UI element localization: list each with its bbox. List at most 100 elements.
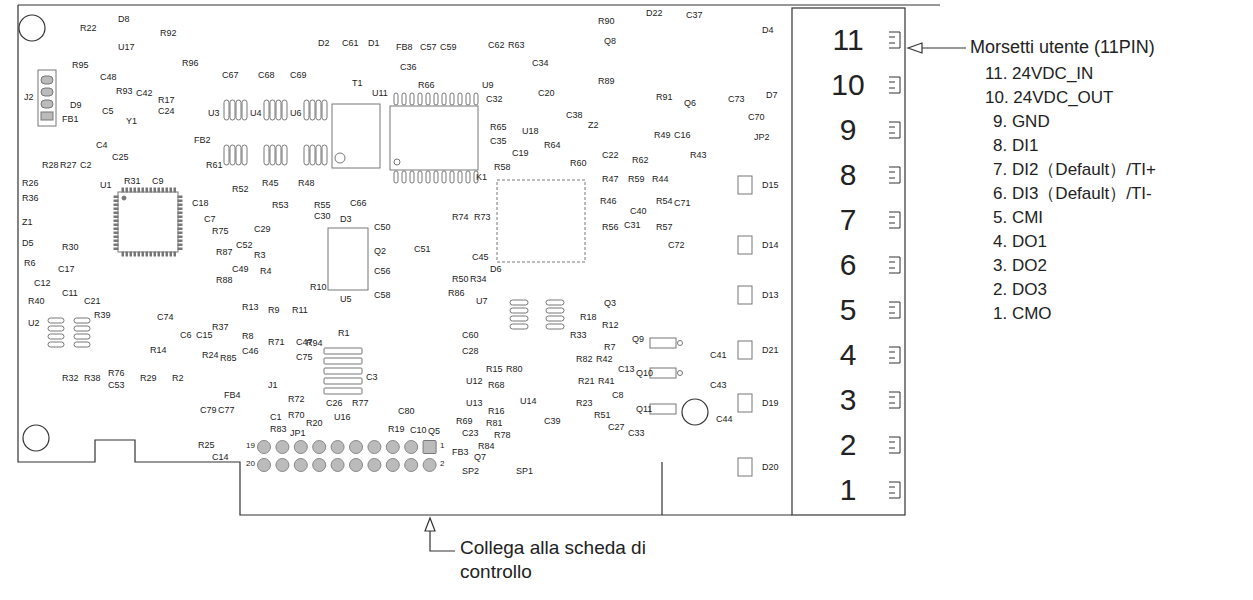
component-designator: U11 <box>372 88 388 99</box>
component-designator: R31 <box>124 176 141 187</box>
component-designator: R39 <box>94 310 111 321</box>
component-designator: C22 <box>602 150 619 161</box>
component-designator: C28 <box>462 346 479 357</box>
pin1-mark <box>678 371 683 376</box>
component-designator: C27 <box>608 422 625 433</box>
ic-pin <box>122 188 124 192</box>
ic-pin <box>130 188 132 192</box>
diode-pad <box>738 236 752 254</box>
component-designator: R38 <box>84 373 101 384</box>
pin-list-item: 7. DI2（Default）/TI+ <box>993 160 1156 180</box>
component-designator: D3 <box>340 214 352 225</box>
ic-pin <box>402 171 406 183</box>
ic-pin <box>154 188 156 192</box>
component-designator: R32 <box>62 373 79 384</box>
component-designator: D4 <box>762 25 774 36</box>
component-designator: C75 <box>296 352 313 363</box>
component-designator: R3 <box>254 250 266 261</box>
component-designator: C13 <box>618 364 635 375</box>
terminal-tab <box>889 257 900 273</box>
terminal-number: 10 <box>831 67 864 103</box>
ic-pin <box>466 93 470 105</box>
ic-pin <box>394 93 398 105</box>
component-designator: C37 <box>686 10 703 21</box>
component-designator: R49 <box>654 130 671 141</box>
ic-pin <box>394 171 398 183</box>
component-designator: R82 <box>576 354 593 365</box>
pin-list-item: 4. DO1 <box>993 232 1047 252</box>
component-designator: C56 <box>374 266 391 277</box>
ic-pin <box>114 220 118 222</box>
component-designator: C42 <box>136 88 153 99</box>
component-designator: R62 <box>632 155 649 166</box>
component-designator: R71 <box>268 337 285 348</box>
component-designator: C79 <box>200 405 217 416</box>
component-designator: R10 <box>310 282 327 293</box>
component-designator: C52 <box>236 240 253 251</box>
ic-pin <box>410 171 414 183</box>
connector-pin <box>331 441 344 454</box>
ic-pin <box>276 100 281 120</box>
connector-pin <box>405 459 418 472</box>
component-designator: R76 <box>108 368 125 379</box>
terminal-tab <box>889 32 900 48</box>
pin-list-item: 6. DI3（Default）/TI- <box>993 184 1152 204</box>
terminal-number: 2 <box>840 427 857 463</box>
ic-pin <box>48 342 64 347</box>
transistor-body <box>650 368 676 378</box>
ic-pin <box>310 100 315 120</box>
connector-pin <box>258 459 271 472</box>
ic-pin <box>264 145 269 165</box>
board-edge <box>661 462 662 515</box>
component-designator: R40 <box>28 296 45 307</box>
pin-list-item: 8. DI1 <box>993 136 1038 156</box>
component-designator: R96 <box>182 58 199 69</box>
component-designator: U6 <box>290 108 302 119</box>
component-designator: C14 <box>212 452 229 463</box>
ic-pin <box>178 244 182 246</box>
ic-pin <box>122 252 124 256</box>
component-designator: D14 <box>762 240 779 251</box>
component-designator: U9 <box>482 80 494 91</box>
ic-pin <box>142 252 144 256</box>
component-designator: R13 <box>242 302 259 313</box>
ic-pin <box>166 188 168 192</box>
component-designator: C73 <box>728 94 745 105</box>
ic-pin <box>276 145 281 165</box>
component-designator: Z1 <box>22 217 33 228</box>
component-designator: C25 <box>112 152 129 163</box>
ic-pin <box>126 252 128 256</box>
diode-pad <box>738 286 752 304</box>
component-designator: R77 <box>352 398 369 409</box>
component-designator: R84 <box>478 441 495 452</box>
component-designator: C61 <box>342 38 359 49</box>
arrow-head <box>908 43 922 53</box>
component-designator: Q9 <box>632 334 644 345</box>
ic-pin <box>224 145 229 165</box>
mounting-hole <box>19 15 45 41</box>
ic-pin <box>166 252 168 256</box>
component-designator: R34 <box>470 274 487 285</box>
terminal-number: 5 <box>840 292 857 328</box>
component-designator: U7 <box>476 296 488 307</box>
component-designator: R11 <box>292 305 308 316</box>
component-designator: Z2 <box>588 120 599 131</box>
pin-number: 20 <box>246 459 255 469</box>
ic-pin <box>230 100 235 120</box>
ic-pin <box>114 224 118 226</box>
diode-pad <box>738 176 752 194</box>
pin-list-item: 10. 24VDC_OUT <box>985 88 1114 108</box>
diode-pad <box>738 341 752 359</box>
component-designator: R48 <box>298 178 315 189</box>
component-designator: C10 <box>410 425 427 436</box>
component-designator: C43 <box>710 380 727 391</box>
component-designator: R18 <box>580 312 597 323</box>
component-designator: FB2 <box>194 135 211 146</box>
pin-number: 1 <box>440 441 444 451</box>
ic-pin <box>316 100 321 120</box>
component-designator: C72 <box>668 240 685 251</box>
ic-pin <box>304 145 309 165</box>
pin-list-item: 5. CMI <box>993 208 1043 228</box>
component-designator: Q11 <box>636 404 652 415</box>
component-designator: C34 <box>532 58 549 69</box>
